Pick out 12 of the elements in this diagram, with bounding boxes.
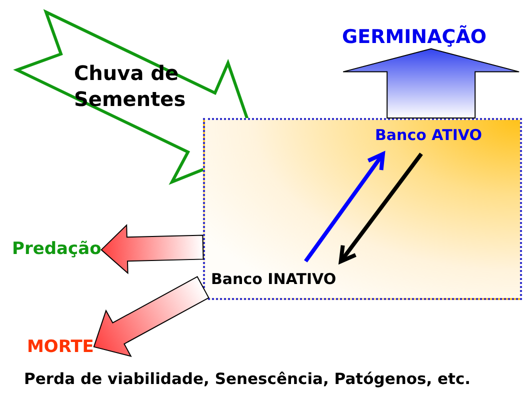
- block-arrow: [100, 224, 204, 274]
- seed-bank-panel: [203, 118, 522, 300]
- arrow: [338, 152, 423, 264]
- block-arrow: [342, 48, 520, 118]
- node-label: Banco INATIVO: [211, 271, 336, 288]
- block-arrow: [93, 276, 210, 357]
- node-label: Predação: [12, 240, 102, 260]
- node-label: MORTE: [27, 338, 94, 358]
- note-text: Perda de viabilidade, Senescência, Patógenos, etc.: [24, 370, 472, 390]
- arrow: [304, 152, 385, 262]
- node-label: Banco ATIVO: [375, 127, 482, 144]
- node-label: GERMINAÇÃO: [342, 27, 487, 49]
